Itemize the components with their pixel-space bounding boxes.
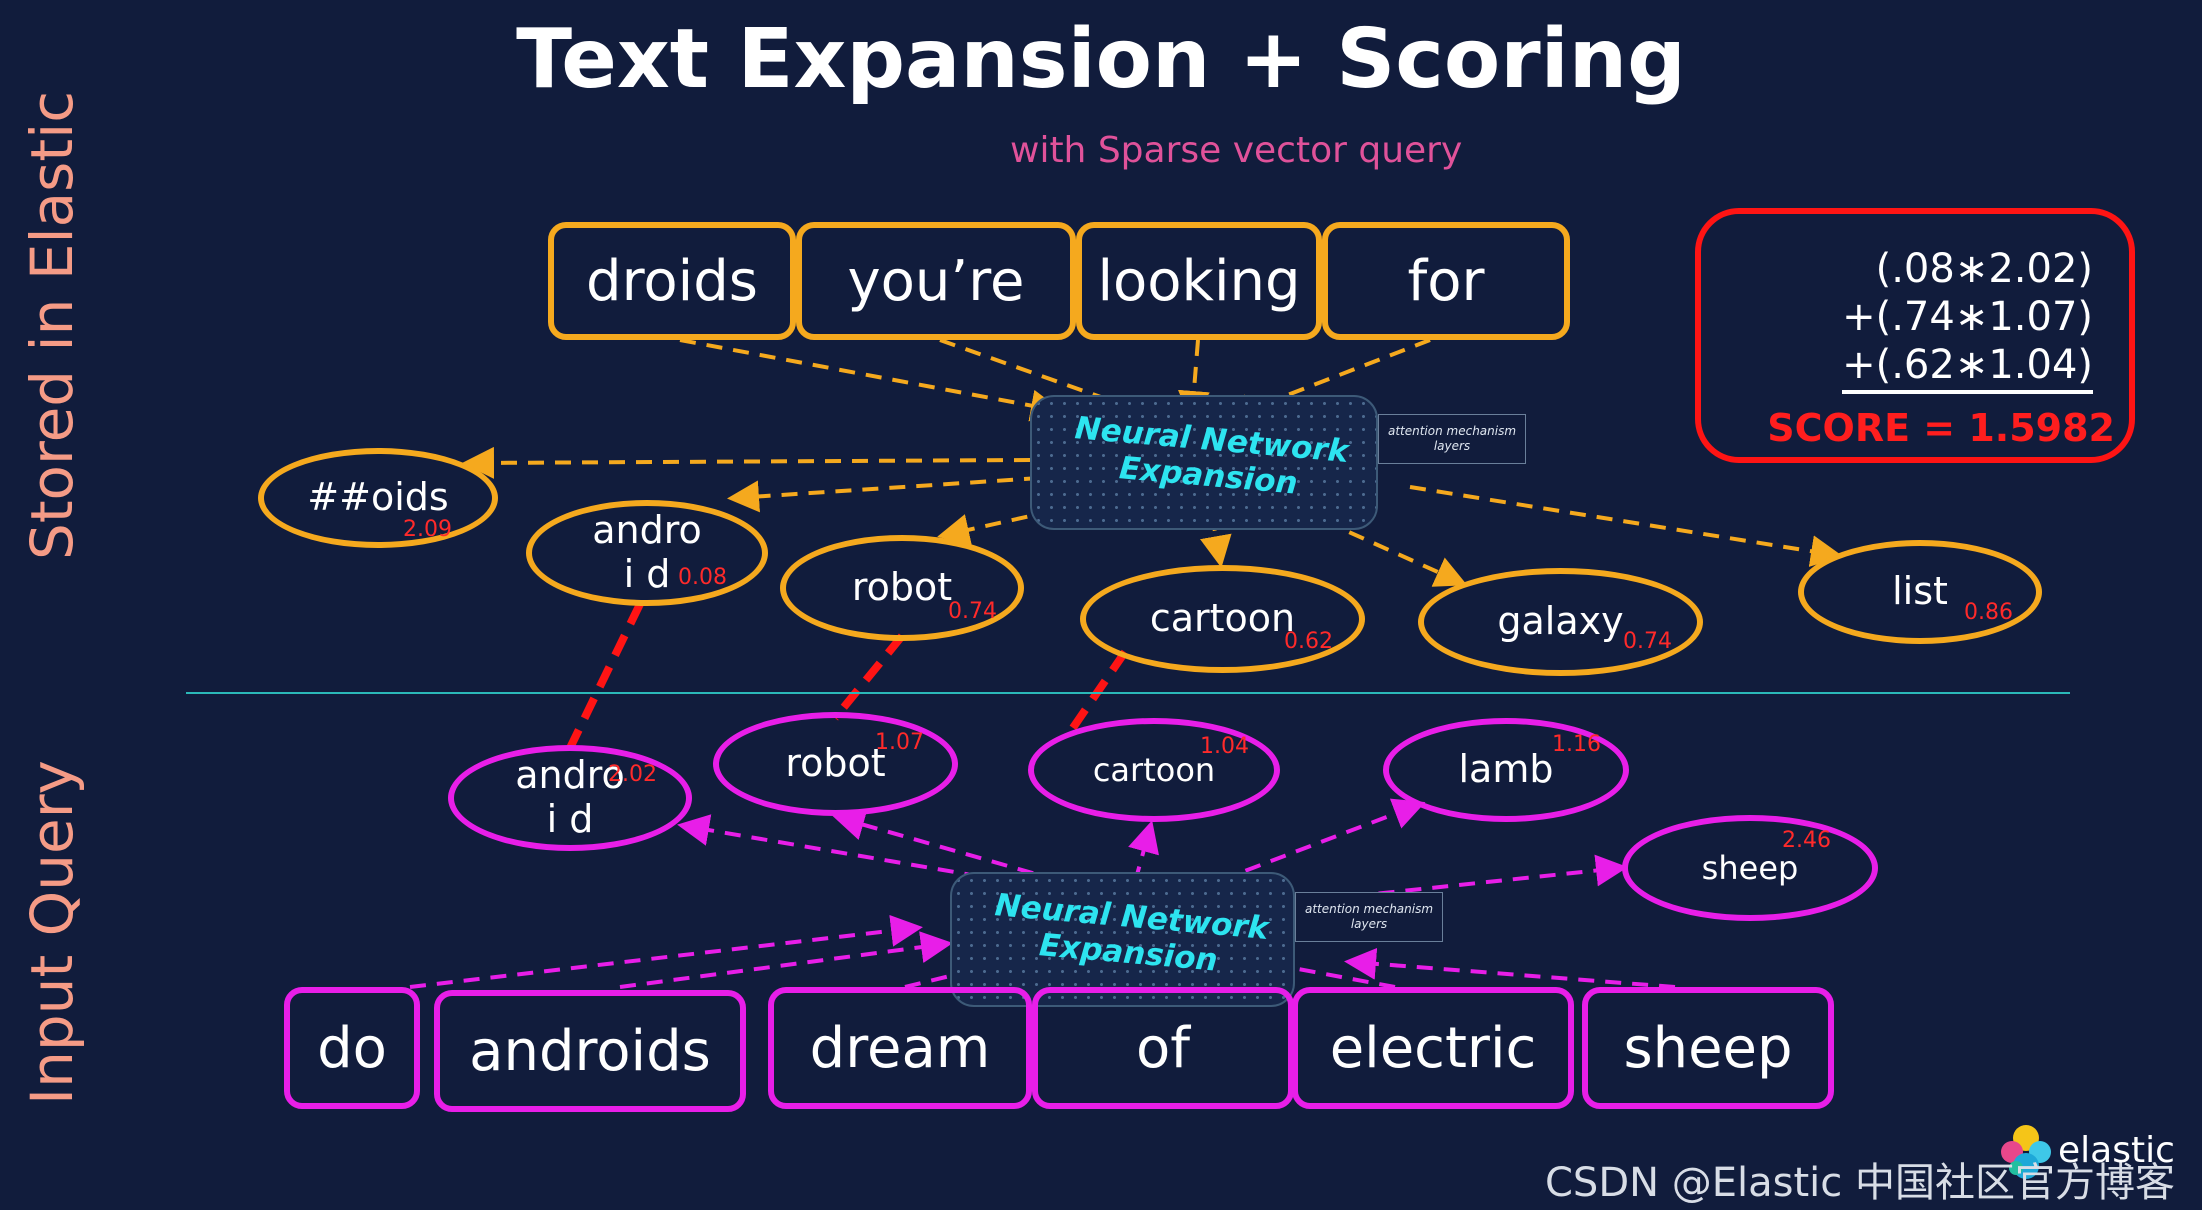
arrow-for-nn (1220, 338, 1431, 425)
input-word-androids: androids (434, 990, 746, 1112)
stored-word-for: for (1322, 222, 1570, 340)
page-subtitle: with Sparse vector query (1010, 130, 1463, 171)
stored-token-android: androi d (526, 500, 768, 606)
elastic-logo-text: elastic (2058, 1130, 2175, 1171)
token-text: list (1892, 569, 1948, 614)
query-weight-lamb: 1.16 (1552, 732, 1601, 757)
elastic-logo-icon (2001, 1125, 2051, 1179)
arrow-do-nn (409, 914, 923, 989)
score-box: (.08∗2.02) +(.74∗1.07) +(.62∗1.04) SCORE… (1695, 208, 2135, 463)
input-word-electric: electric (1292, 987, 1574, 1109)
token-text: sheep (1701, 848, 1799, 887)
attention-label-stored: attention mechanism layers (1378, 414, 1526, 464)
neural-network-stored (1030, 395, 1378, 530)
query-weight-cartoon: 1.04 (1200, 734, 1249, 759)
stored-weight-android: 0.08 (678, 565, 727, 590)
query-token-robot: robot (713, 712, 958, 816)
input-word-do: do (284, 987, 420, 1109)
arrow-androids-nn (619, 931, 953, 989)
token-text: androi d (515, 753, 625, 841)
stored-weight-list: 0.86 (1964, 600, 2013, 625)
arrow-nn-android (727, 476, 1041, 513)
stored-token-list: list (1798, 540, 2042, 644)
token-text: androi d (592, 508, 702, 596)
token-text: ##oids (307, 475, 449, 520)
attention-label-input: attention mechanism layers (1295, 892, 1443, 942)
arrow-sheep-nn (1344, 947, 1676, 989)
stored-word-droids: droids (548, 222, 796, 340)
arrow-nn-robot (937, 503, 1081, 546)
query-token-android: androi d (448, 745, 692, 851)
match-android (566, 602, 644, 750)
page-title: Text Expansion + Scoring (516, 12, 1686, 107)
stored-weight-cartoon: 0.62 (1284, 629, 1333, 654)
query-weight-android: 2.02 (608, 762, 657, 787)
match-robot (831, 633, 906, 721)
stored-weight-oids: 2.09 (403, 517, 452, 542)
token-text: cartoon (1092, 750, 1216, 789)
input-word-sheep: sheep (1582, 987, 1834, 1109)
query-token-lamb: lamb (1383, 718, 1629, 822)
input-word-of: of (1032, 987, 1294, 1109)
neural-network-input (950, 872, 1295, 1007)
query-token-cartoon: cartoon (1028, 718, 1280, 822)
token-text: robot (851, 565, 953, 610)
query-token-sheep: sheep (1622, 815, 1878, 921)
stored-token-robot: robot (780, 535, 1024, 641)
stored-weight-galaxy: 0.74 (1623, 629, 1672, 654)
stored-word-youre: you’re (796, 222, 1076, 340)
stored-word-looking: looking (1076, 222, 1322, 340)
arrow-nn-list (1409, 485, 1843, 568)
stored-weight-robot: 0.74 (948, 599, 997, 624)
stored-token-oids: ##oids (258, 448, 498, 548)
token-text: robot (785, 741, 886, 786)
score-line-2: +(.74∗1.07) (1842, 294, 2093, 340)
query-weight-robot: 1.07 (875, 730, 924, 755)
score-line-1: (.08∗2.02) (1875, 246, 2093, 292)
stored-arrows (462, 338, 1843, 587)
arrow-droids-nn (679, 338, 1063, 422)
section-divider (186, 692, 2070, 694)
query-weight-sheep: 2.46 (1782, 828, 1831, 853)
token-text: cartoon (1149, 596, 1296, 641)
watermark: CSDN @Elastic 中国社区官方博客 (1545, 1160, 2175, 1206)
score-total: SCORE = 1.5982 (1767, 406, 2115, 450)
token-text: galaxy (1497, 599, 1624, 644)
input-word-dream: dream (768, 987, 1032, 1109)
score-line-3: +(.62∗1.04) (1842, 342, 2093, 394)
stored-token-cartoon: cartoon (1080, 565, 1365, 673)
token-text: lamb (1458, 747, 1554, 792)
stored-token-galaxy: galaxy (1418, 568, 1703, 676)
arrow-nn-oids (462, 446, 1031, 479)
